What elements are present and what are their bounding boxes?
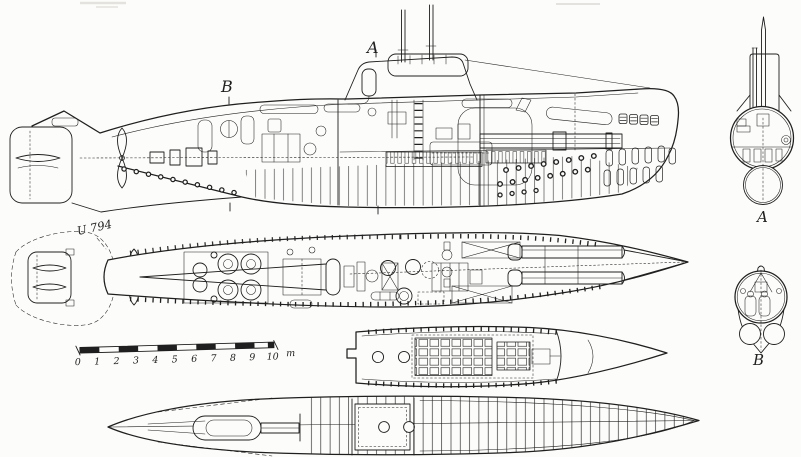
svg-text:6: 6 <box>191 354 197 365</box>
keel-ballast-box <box>351 397 415 456</box>
conning-tower <box>344 53 651 105</box>
battery-frame-ticks-top <box>367 326 561 336</box>
svg-text:10: 10 <box>267 351 279 362</box>
scan-artifact <box>80 1 600 8</box>
plan-hull-outline <box>103 232 689 308</box>
scale-tick-labels: 0 1 2 3 4 5 6 7 8 9 10 m <box>75 348 296 368</box>
battery-frame-ticks-bottom <box>367 378 561 388</box>
section-view-label-b: B <box>752 351 764 369</box>
cross-section-a <box>729 16 795 205</box>
battery-deck-plan-view <box>346 325 668 388</box>
floor-grating <box>385 151 483 167</box>
diesel-engine-plan <box>183 251 269 304</box>
bow-bulkhead-curve <box>555 329 562 383</box>
deck-hatch-1 <box>371 350 385 364</box>
deck-lockers <box>461 97 532 113</box>
svg-text:5: 5 <box>172 354 178 365</box>
section-a-tower <box>736 53 792 113</box>
section-b-lower-fairing <box>737 308 785 354</box>
jumping-wire <box>464 59 651 89</box>
section-cut-label-a: A <box>365 38 379 57</box>
bow-inner-curve <box>587 339 594 374</box>
ladder <box>413 99 424 161</box>
bow-flood-holes <box>497 152 603 198</box>
deck-hatch-2 <box>397 350 411 364</box>
section-b-interior <box>740 269 782 351</box>
plan-machinery <box>343 261 483 292</box>
section-b-tank-right <box>763 323 785 345</box>
stern-planes-dashed-outline <box>11 231 114 326</box>
periscope-masts <box>397 4 437 63</box>
plan-view <box>11 231 689 326</box>
floor-grating-fwd <box>485 149 547 164</box>
stern-lower-cap <box>71 196 243 213</box>
plan-frame-ticks-top <box>129 234 401 256</box>
svg-text:3: 3 <box>133 355 139 366</box>
stern-rudder-plan <box>27 248 75 307</box>
torpedo-stowage-plan <box>417 241 521 305</box>
keel-inner-top <box>419 400 695 421</box>
aux-machinery-plan <box>282 246 322 309</box>
section-cut-label-b: B <box>220 77 233 96</box>
battery-inner-bottom <box>361 378 557 383</box>
keel-inner-bottom <box>419 420 695 452</box>
section-a-pressure-hull <box>729 105 795 171</box>
hull-frames <box>244 156 638 206</box>
section-b-tank-left <box>739 323 761 345</box>
stern-rudder-assembly <box>9 117 79 204</box>
scale-unit: m <box>286 348 295 359</box>
section-view-label-a: A <box>755 208 768 226</box>
svg-text:9: 9 <box>249 352 255 363</box>
side-elevation-view <box>9 4 680 215</box>
keel-plan-view <box>107 395 700 457</box>
plan-centerline <box>349 261 685 275</box>
section-a-interior <box>731 113 793 203</box>
svg-text:8: 8 <box>230 353 236 364</box>
section-b-fin <box>755 265 767 282</box>
scale-bar: 0 1 2 3 4 5 6 7 8 9 10 m <box>75 340 296 368</box>
torpedo-tubes-plan <box>507 243 689 287</box>
section-a-periscopes <box>751 16 766 113</box>
svg-text:4: 4 <box>151 355 158 366</box>
shaft-couplings <box>149 147 218 167</box>
battery-cell-grid <box>411 334 561 379</box>
torpedo-tube-side <box>457 106 623 186</box>
battery-inner-top <box>361 331 557 337</box>
svg-text:1: 1 <box>94 356 100 367</box>
svg-text:0: 0 <box>75 357 81 368</box>
boat-id-label: U 794 <box>76 217 113 238</box>
tail-cone-plan <box>139 258 341 296</box>
bow-vent-boxes <box>618 113 659 126</box>
svg-text:7: 7 <box>210 353 217 364</box>
hull-outline <box>31 88 680 209</box>
keel-stern-gear <box>147 397 301 457</box>
cross-section-b <box>734 265 788 354</box>
svg-text:2: 2 <box>112 356 119 367</box>
exhaust-silencer <box>361 68 377 97</box>
